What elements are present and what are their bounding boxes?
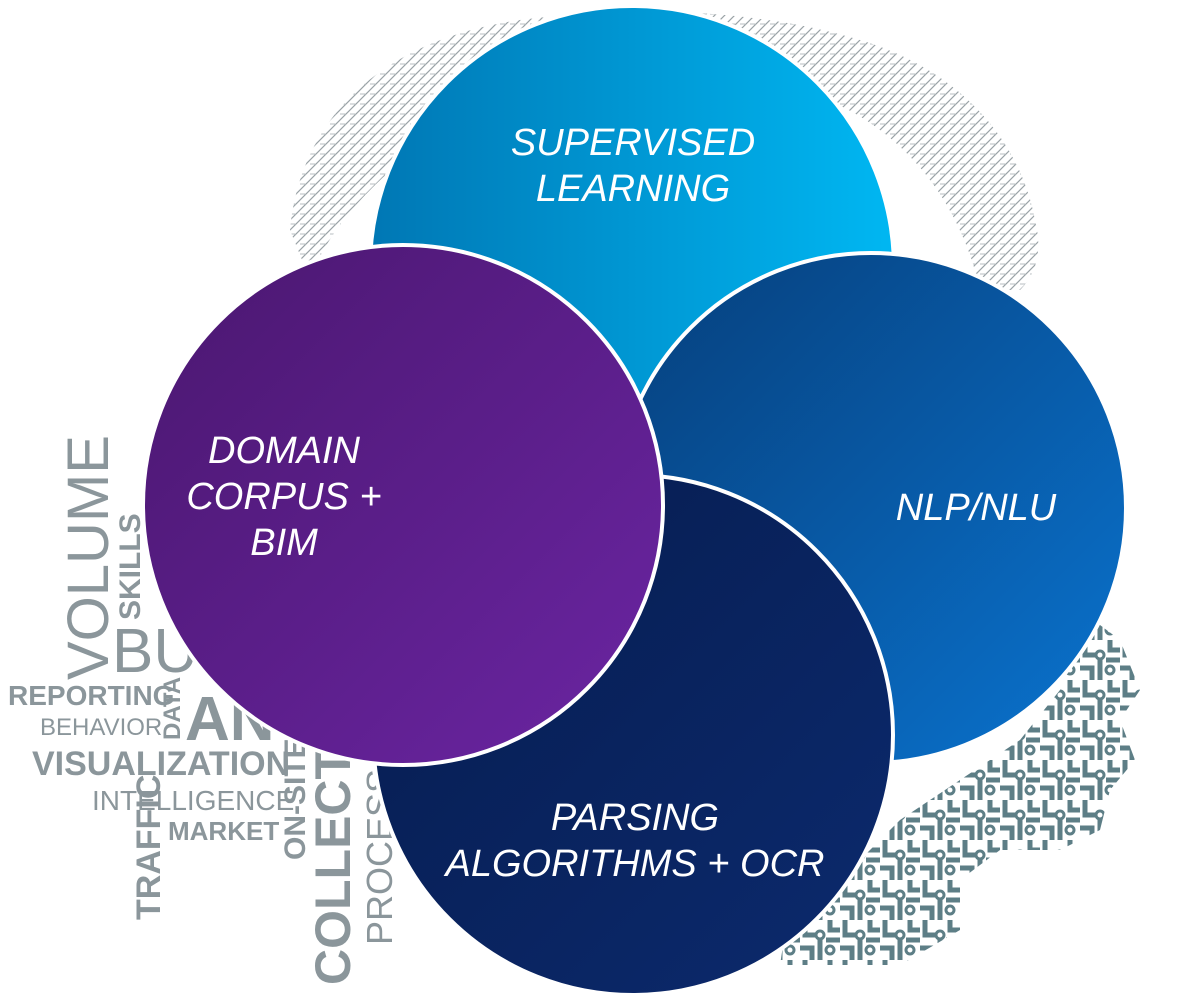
word-data: DATA: [159, 677, 186, 740]
label-parsing-line-1: PARSING: [550, 797, 720, 839]
label-supervised-learning-line-1: SUPERVISED: [510, 122, 756, 164]
label-nlp-nlu: NLP/NLU: [876, 485, 1076, 531]
label-supervised-learning-line-2: LEARNING: [535, 168, 731, 210]
word-intelligence: INTELLIGENCE: [92, 785, 294, 816]
word-skills: SKILLS: [114, 513, 147, 620]
word-visualization: VISUALIZATION: [32, 745, 290, 783]
label-nlp-nlu-line-1: NLP/NLU: [895, 487, 1057, 529]
word-traffic: TRAFFIC: [130, 775, 168, 920]
label-supervised-learning: SUPERVISED LEARNING: [490, 120, 776, 212]
word-reporting: REPORTING: [8, 680, 174, 711]
label-domain-line-3: BIM: [250, 522, 318, 564]
label-domain-line-2: CORPUS +: [186, 476, 382, 518]
circle-domain-corpus-bim: [141, 243, 665, 767]
word-behavior: BEHAVIOR: [40, 714, 162, 741]
label-parsing-line-2: ALGORITHMS + OCR: [445, 843, 825, 885]
head-circuit-face: [780, 610, 1140, 965]
word-volume: VOLUME: [56, 435, 121, 680]
word-on-site: ON-SITE: [279, 738, 312, 860]
label-domain-line-1: DOMAIN: [208, 430, 360, 472]
word-market: MARKET: [168, 816, 279, 846]
venn-circles: [141, 4, 1128, 996]
label-domain-corpus-bim: DOMAIN CORPUS + BIM: [174, 428, 394, 566]
label-parsing-algorithms-ocr: PARSING ALGORITHMS + OCR: [430, 795, 840, 887]
